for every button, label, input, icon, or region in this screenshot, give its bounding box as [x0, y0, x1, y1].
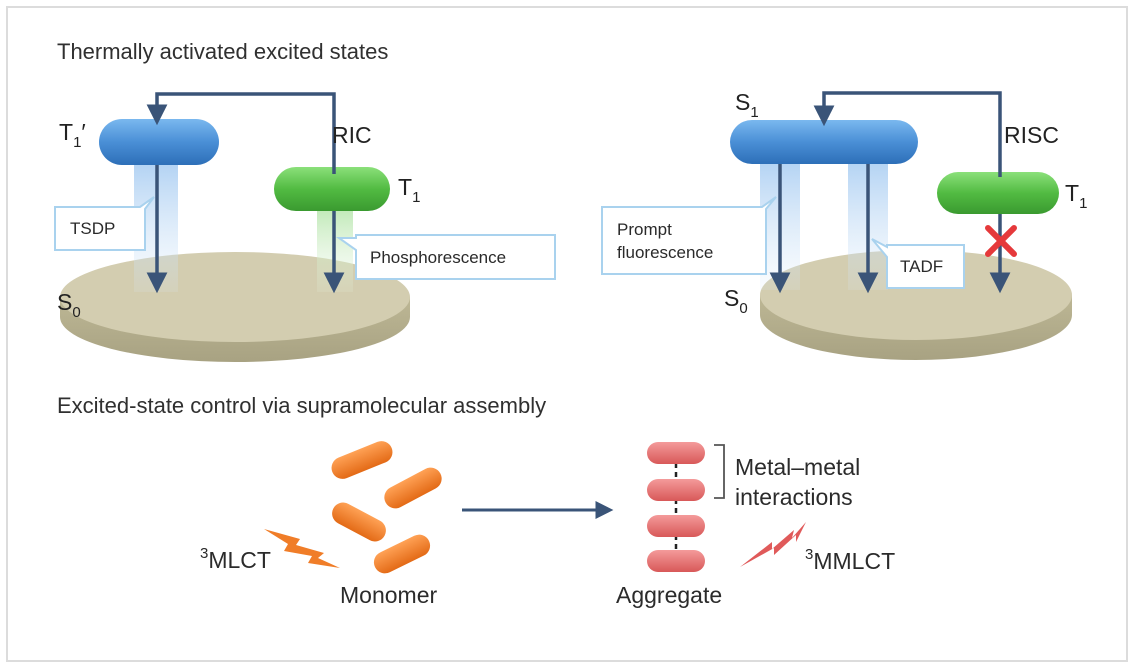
- aggregate-unit-3: [647, 515, 705, 537]
- ric-arrow: [146, 92, 336, 174]
- section-title-bottom: Excited-state control via supramolecular…: [57, 393, 546, 418]
- mmlct-label: 3MMLCT: [805, 546, 895, 574]
- metal-metal-line2: interactions: [735, 484, 853, 510]
- right-t1-label: T1: [1065, 180, 1087, 212]
- tadf-callout: TADF: [871, 238, 965, 289]
- prompt-line2: fluorescence: [617, 243, 713, 262]
- monomer-1: [331, 441, 393, 479]
- left-t1-state: [274, 167, 390, 211]
- supramolecular-assembly-diagram: 3MLCT Monomer Aggregate Metal–metal inte…: [200, 441, 895, 608]
- prompt-line1: Prompt: [617, 220, 672, 239]
- s1-label: S1: [735, 89, 759, 121]
- diagram-canvas: Thermally activated excited states Excit…: [54, 39, 1087, 608]
- section-title-top: Thermally activated excited states: [57, 39, 388, 64]
- blocked-cross-icon: [985, 225, 1017, 257]
- right-t1-state: [937, 172, 1059, 214]
- phosphorescence-callout: Phosphorescence: [335, 234, 556, 280]
- tsdp-label: TSDP: [70, 219, 115, 238]
- left-energy-diagram: T1′ RIC T1 S0 TSDP Phosphorescence: [54, 92, 556, 362]
- aggregate-unit-2: [647, 479, 705, 501]
- right-s1-state: [730, 120, 918, 164]
- left-t1prime-state: [99, 119, 219, 165]
- right-s0-label: S0: [724, 285, 748, 317]
- risc-arrow: [813, 91, 1002, 177]
- aggregate-unit-1: [647, 442, 705, 464]
- left-t1-label: T1: [398, 174, 420, 206]
- risc-label: RISC: [1004, 122, 1059, 148]
- monomer-2: [384, 467, 442, 509]
- monomer-label: Monomer: [340, 582, 437, 608]
- prompt-fluorescence-callout: Prompt fluorescence: [601, 196, 777, 275]
- tsdp-callout: TSDP: [54, 196, 155, 251]
- tadf-label: TADF: [900, 257, 943, 276]
- metal-metal-bracket: [714, 444, 725, 499]
- aggregate-stack: [647, 442, 705, 572]
- mlct-label: 3MLCT: [200, 545, 271, 573]
- mmlct-lightning-icon: [740, 522, 806, 567]
- monomer-3: [332, 502, 386, 542]
- mlct-lightning-icon: [264, 529, 340, 568]
- t1prime-label: T1′: [59, 119, 86, 151]
- aggregate-unit-4: [647, 550, 705, 572]
- metal-metal-line1: Metal–metal: [735, 454, 860, 480]
- left-s0-label: S0: [57, 289, 81, 321]
- right-energy-diagram: S1 RISC T1 S0 Prompt fluorescence TADF: [601, 89, 1087, 360]
- monomer-cluster: [331, 441, 442, 574]
- monomer-4: [373, 534, 431, 574]
- phosphorescence-label: Phosphorescence: [370, 248, 506, 267]
- figure-frame: Thermally activated excited states Excit…: [6, 6, 1128, 662]
- ric-label: RIC: [332, 122, 372, 148]
- aggregate-label: Aggregate: [616, 582, 722, 608]
